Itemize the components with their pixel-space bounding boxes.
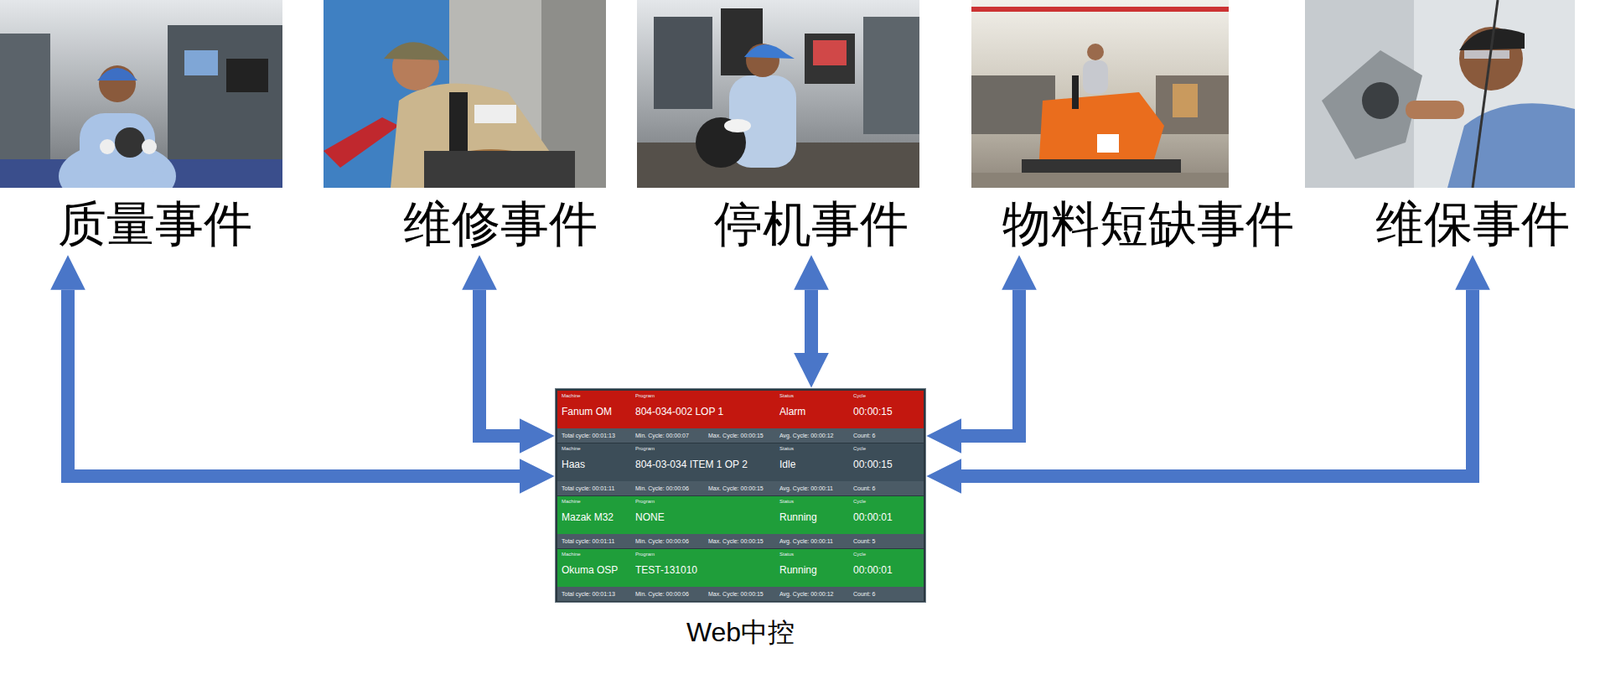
table-cell: 00:00:01 xyxy=(853,512,893,523)
table-cell: Idle xyxy=(779,459,796,471)
stat-cell: Count: 6 xyxy=(853,432,876,440)
event-title: 物料短缺事件 xyxy=(1002,197,1295,255)
column-header: Machine xyxy=(561,498,581,505)
column-header: Program xyxy=(635,445,655,452)
table-cell: Okuma OSP xyxy=(561,564,618,576)
stat-cell: Total cycle: 00:01:13 xyxy=(561,590,616,598)
factory-photo xyxy=(323,0,606,188)
stat-cell: Avg. Cycle: 00:00:12 xyxy=(779,432,834,440)
dashboard-panel: MachineProgramStatusCycleFanum OM804-034… xyxy=(554,388,927,648)
panel-caption: Web中控 xyxy=(554,617,927,648)
event-caption: 物料短缺事件 xyxy=(1002,197,1295,255)
table-cell: 804-03-034 ITEM 1 OP 2 xyxy=(635,459,748,471)
event-caption: 维保事件 xyxy=(1375,197,1570,255)
table-cell: Running xyxy=(779,564,818,576)
factory-photo xyxy=(0,0,283,210)
column-header: Program xyxy=(635,393,655,399)
stat-cell: Total cycle: 00:01:13 xyxy=(561,432,616,440)
stat-cell: Avg. Cycle: 00:00:12 xyxy=(779,590,834,598)
column-header: Program xyxy=(635,551,655,558)
stat-cell: Avg. Cycle: 00:00:11 xyxy=(779,485,834,492)
table-cell: Fanum OM xyxy=(561,406,612,418)
status-table: MachineProgramStatusCycleFanum OM804-034… xyxy=(554,388,927,603)
table-cell: Haas xyxy=(561,459,586,471)
stat-cell: Count: 6 xyxy=(853,590,876,598)
event-title: 维修事件 xyxy=(403,197,598,255)
stat-cell: Min. Cycle: 00:00:06 xyxy=(635,485,689,492)
factory-photo xyxy=(636,0,920,188)
column-header: Status xyxy=(779,393,794,399)
stat-cell: Max. Cycle: 00:00:15 xyxy=(708,590,764,598)
stat-cell: Max. Cycle: 00:00:15 xyxy=(708,485,764,492)
bidirectional-arrow xyxy=(961,289,1020,436)
column-header: Status xyxy=(779,445,794,452)
stat-cell: Min. Cycle: 00:00:06 xyxy=(635,538,689,545)
stat-cell: Count: 6 xyxy=(853,485,876,492)
event-caption: 维修事件 xyxy=(403,197,598,255)
stat-cell: Total cycle: 00:01:11 xyxy=(561,485,615,492)
warehouse-photo xyxy=(971,0,1229,188)
table-cell: 00:00:01 xyxy=(853,564,893,576)
bidirectional-arrow xyxy=(961,289,1473,477)
stat-cell: Total cycle: 00:01:11 xyxy=(561,538,615,545)
stat-cell: Max. Cycle: 00:00:15 xyxy=(708,432,764,440)
column-header: Machine xyxy=(561,445,581,452)
column-header: Cycle xyxy=(853,393,866,399)
table-cell: NONE xyxy=(635,512,665,523)
event-caption: 停机事件 xyxy=(714,197,909,255)
event-title: 停机事件 xyxy=(714,197,909,255)
table-cell: Mazak M32 xyxy=(561,512,614,523)
bidirectional-arrow xyxy=(804,289,819,353)
column-header: Cycle xyxy=(853,498,866,505)
table-cell: 804-034-002 LOP 1 xyxy=(635,406,724,418)
table-cell: 00:00:15 xyxy=(853,459,893,471)
event-title: 质量事件 xyxy=(57,197,253,255)
bidirectional-arrow xyxy=(479,289,520,436)
table-cell: TEST-131010 xyxy=(635,564,698,576)
column-header: Machine xyxy=(561,551,581,558)
bidirectional-arrow xyxy=(67,289,520,477)
stat-cell: Max. Cycle: 00:00:15 xyxy=(708,538,764,545)
stat-cell: Count: 5 xyxy=(853,538,876,545)
event-caption: 质量事件 xyxy=(57,197,253,255)
stat-cell: Min. Cycle: 00:00:06 xyxy=(635,590,689,598)
event-title: 维保事件 xyxy=(1375,197,1570,255)
column-header: Machine xyxy=(561,393,581,399)
column-header: Cycle xyxy=(853,445,866,452)
stat-cell: Min. Cycle: 00:00:07 xyxy=(635,432,689,440)
table-cell: Alarm xyxy=(779,406,806,418)
table-cell: 00:00:15 xyxy=(853,406,893,418)
column-header: Status xyxy=(779,551,794,558)
column-header: Program xyxy=(635,498,655,505)
stat-cell: Avg. Cycle: 00:00:11 xyxy=(779,538,834,545)
table-cell: Running xyxy=(779,512,818,523)
column-header: Status xyxy=(779,498,794,505)
factory-photo xyxy=(1304,0,1575,188)
column-header: Cycle xyxy=(853,551,866,558)
